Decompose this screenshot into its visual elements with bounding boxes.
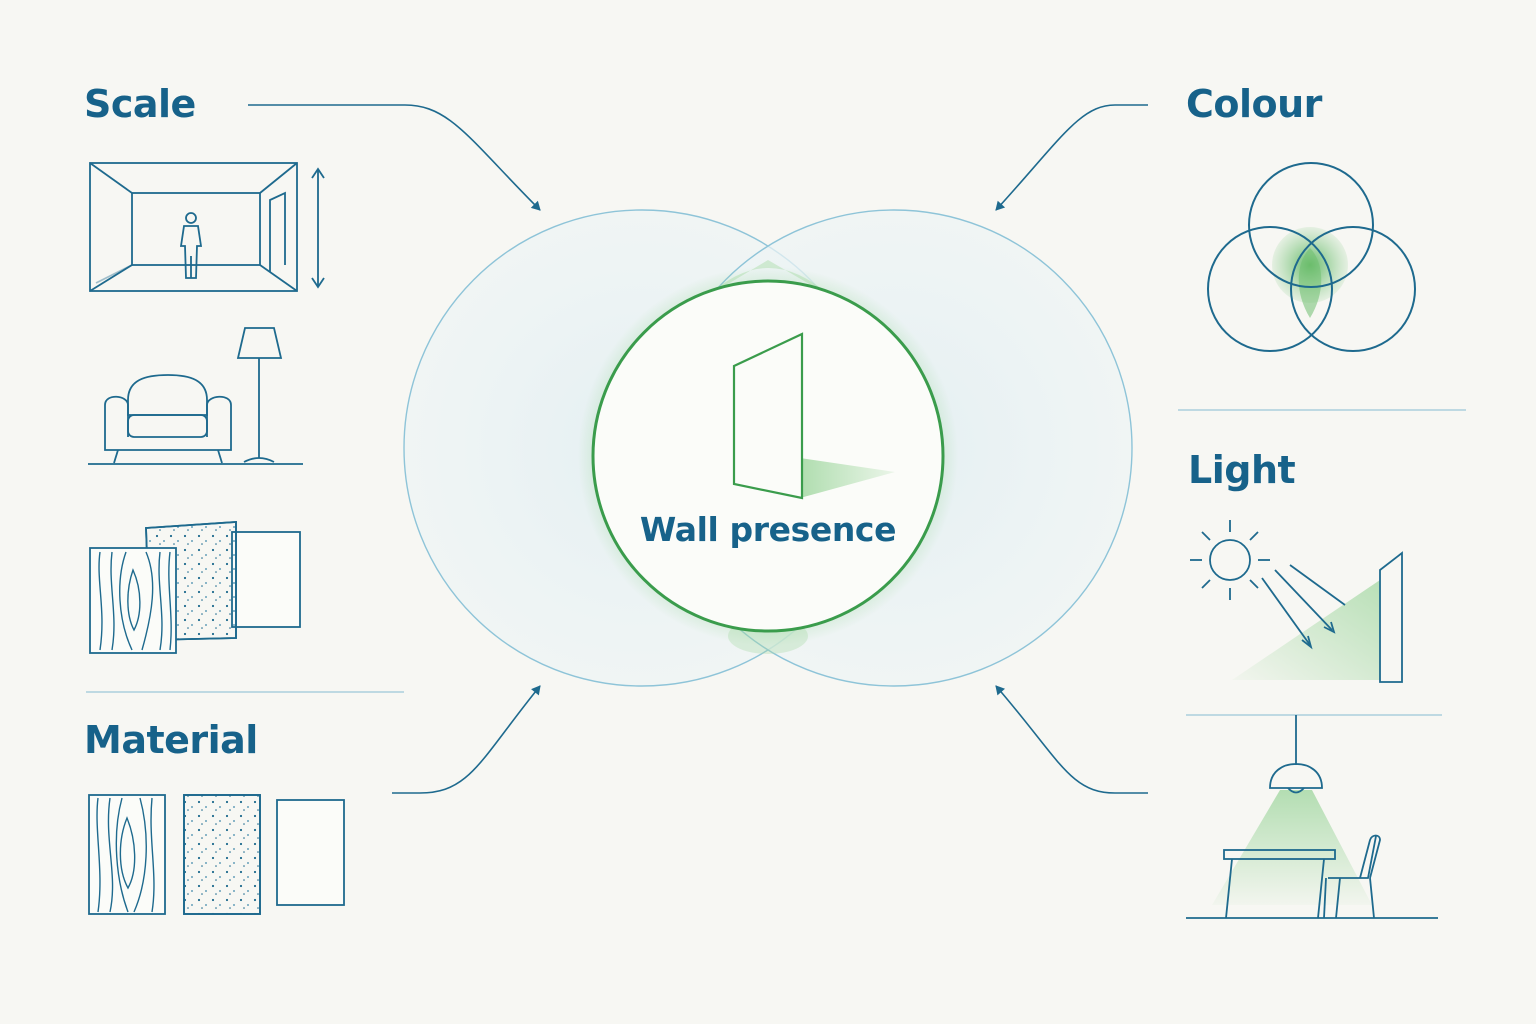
center-label: Wall presence [639,510,897,549]
connector-arrows [248,104,1148,794]
scale-heading: Scale [84,82,196,126]
stacked-material-samples-icon [89,521,301,654]
material-heading: Material [84,718,258,762]
arrow-from-material [392,685,541,794]
colour-heading: Colour [1186,82,1322,126]
dividers [86,409,1466,716]
arrow-from-scale [248,104,541,211]
light-heading: Light [1188,448,1296,492]
wall-shadow [800,458,895,498]
arrow-from-light [995,685,1148,794]
room-scale-icon [89,162,325,292]
colour-venn-icon [1207,162,1416,352]
material-samples-icon [88,794,345,915]
arrow-from-colour [995,104,1148,211]
armchair-lamp-icon [88,327,303,465]
center-node [578,266,958,646]
sunlight-wall-icon [1190,520,1403,683]
wall-panel-icon [732,332,804,500]
pendant-lamp-table-icon [1186,715,1438,919]
